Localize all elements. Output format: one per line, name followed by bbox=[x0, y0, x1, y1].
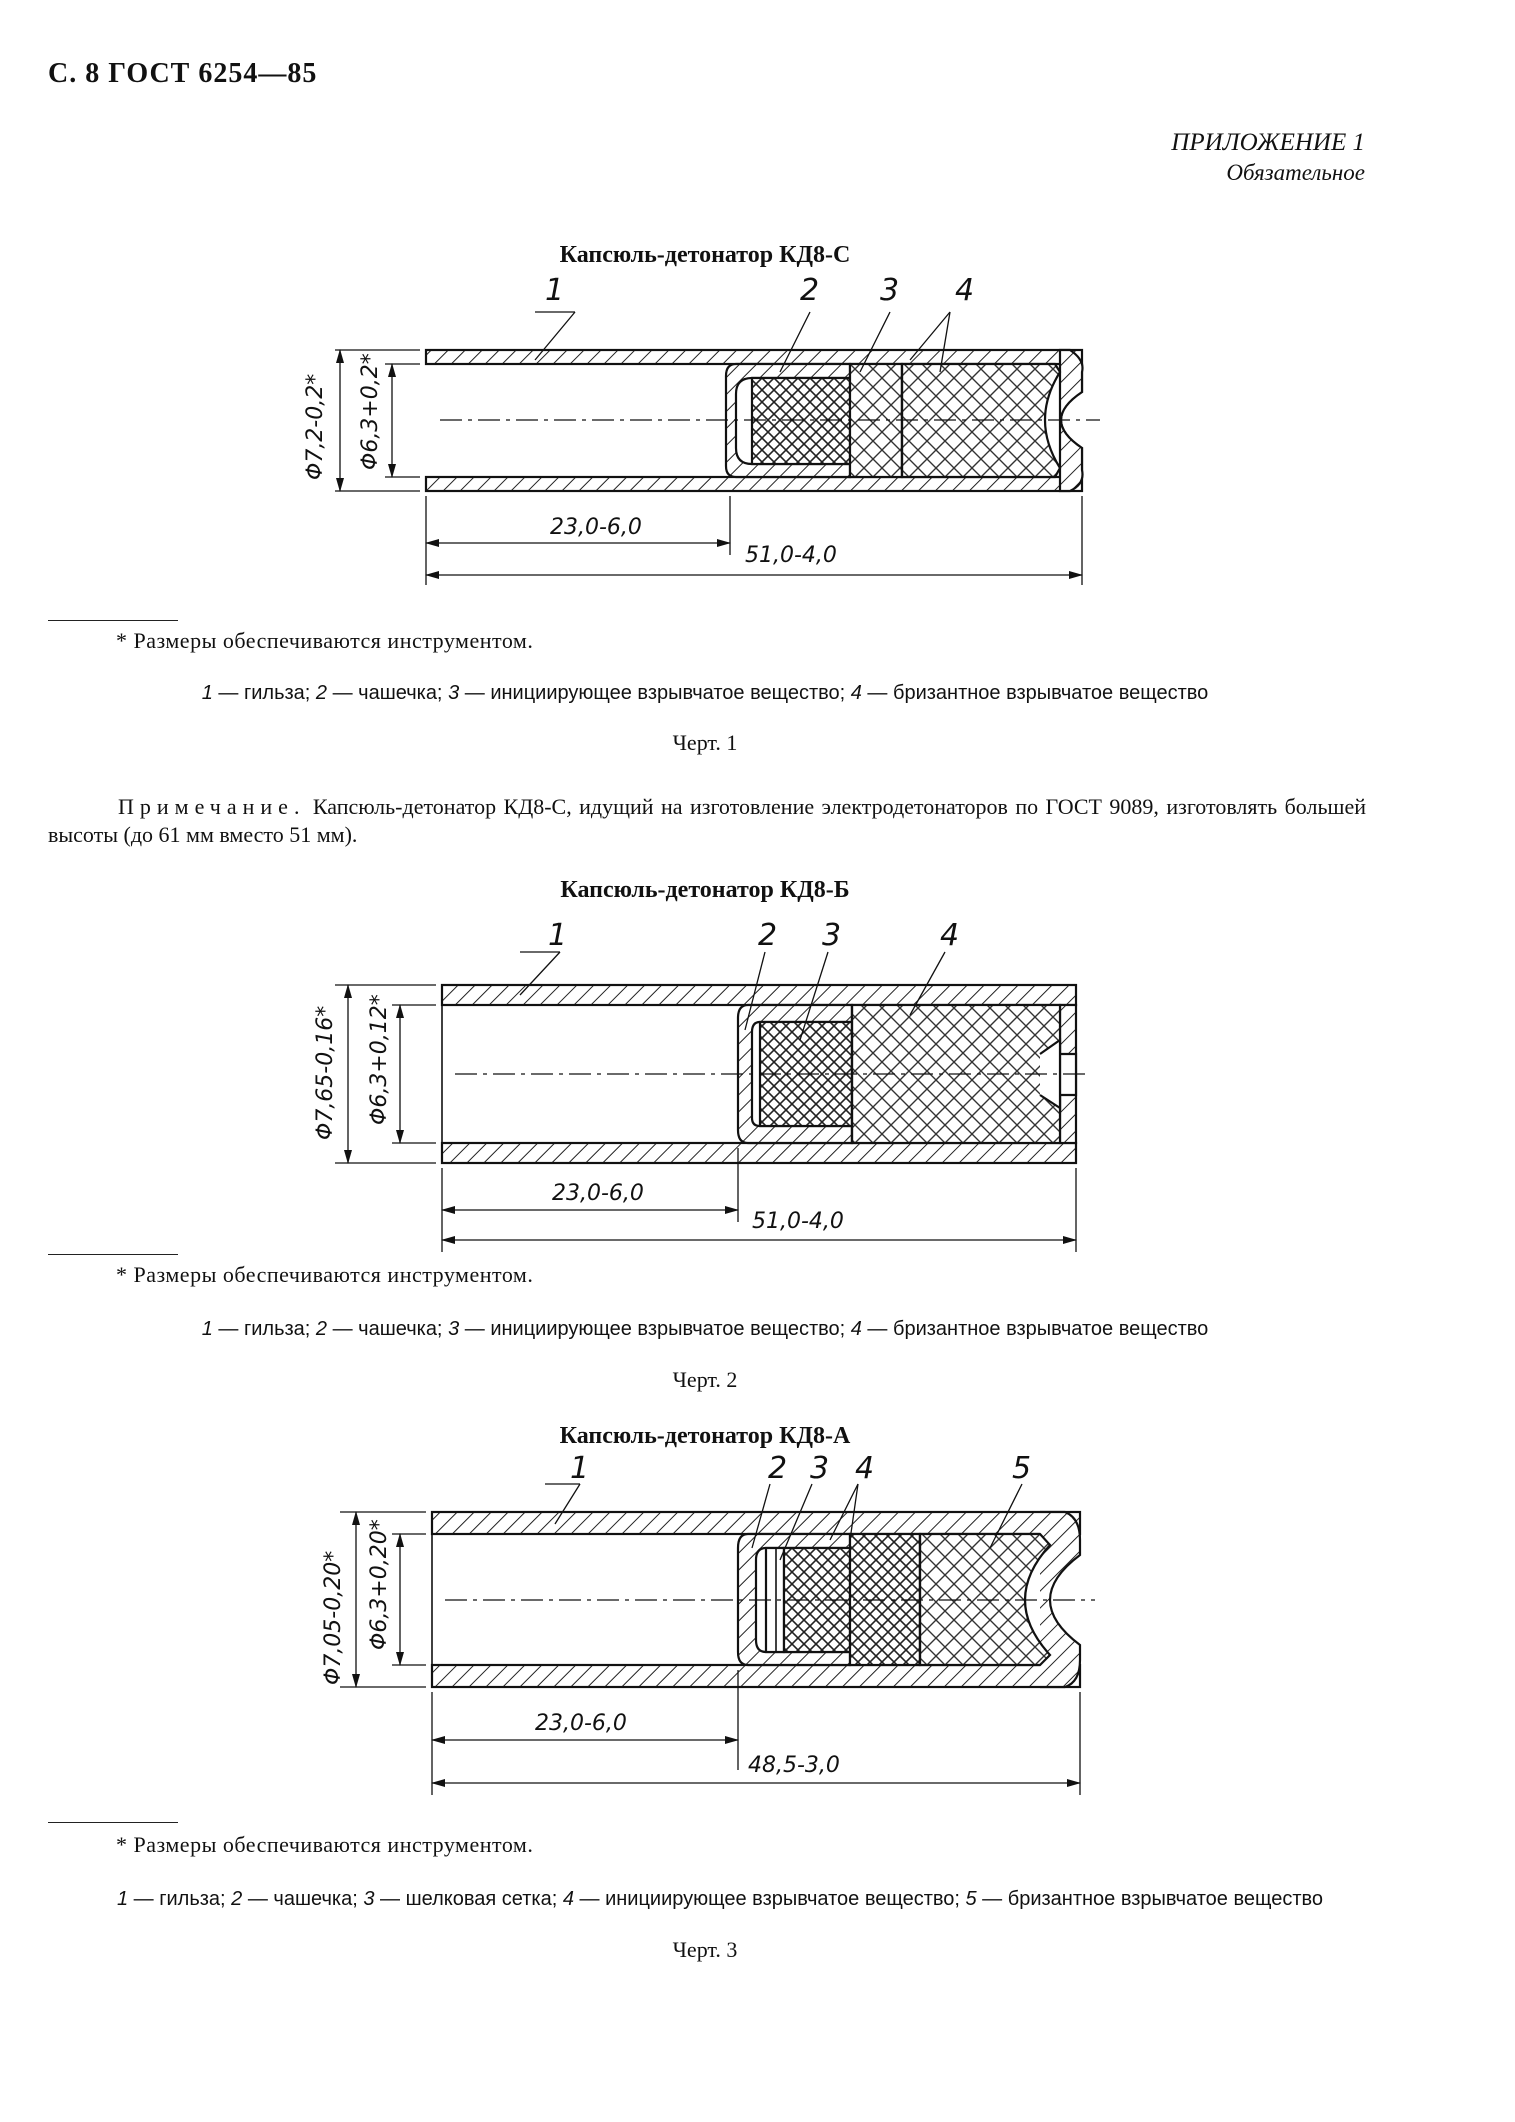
dim-outer: Φ7,65-0,16* bbox=[313, 1006, 338, 1140]
legend-text: бризантное взрывчатое вещество bbox=[1007, 1888, 1324, 1910]
label-3: 3 bbox=[810, 1451, 829, 1486]
dim-outer: Φ7,05-0,20* bbox=[321, 1551, 346, 1685]
dim-outer: Φ7,2-0,2* bbox=[303, 374, 328, 480]
label-1: 1 bbox=[548, 918, 567, 953]
drawing-kd8-b bbox=[335, 951, 1090, 1252]
legend-num: 2 bbox=[231, 1888, 243, 1910]
legend-text: инициирующее взрывчатое вещество; bbox=[490, 1318, 846, 1340]
figure-1-title: Капсюль-детонатор КД8-С bbox=[559, 242, 851, 268]
label-2: 2 bbox=[758, 918, 777, 953]
legend-text: бризантное взрывчатое вещество bbox=[893, 682, 1209, 704]
appendix-subtitle: Обязательное bbox=[1226, 160, 1365, 185]
footnote-3: * Размеры обеспечиваются инструментом. bbox=[116, 1832, 534, 1857]
label-4: 4 bbox=[940, 918, 959, 953]
legend-num: 2 bbox=[315, 682, 328, 704]
dim-length-1: 23,0-6,0 bbox=[550, 515, 642, 540]
legend-1: 1 — гильза; 2 — чашечка; 3 — инициирующе… bbox=[201, 682, 1209, 704]
dims-kd8-s: 1 2 3 4 Φ7,2-0,2* Φ6,3+0,2* 23,0-6,0 51,… bbox=[303, 273, 974, 568]
footnote-2: * Размеры обеспечиваются инструментом. bbox=[116, 1262, 534, 1287]
footnote-rule-2 bbox=[48, 1254, 178, 1255]
legend-2: 1 — гильза; 2 — чашечка; 3 — инициирующе… bbox=[201, 1318, 1209, 1340]
dim-length-2: 48,5-3,0 bbox=[748, 1753, 840, 1778]
legend-text: бризантное взрывчатое вещество bbox=[893, 1318, 1209, 1340]
legend-num: 4 bbox=[562, 1888, 574, 1910]
legend-num: 1 bbox=[201, 1318, 213, 1340]
legend-text: инициирующее взрывчатое вещество; bbox=[605, 1888, 960, 1910]
dim-inner: Φ6,3+0,12* bbox=[367, 994, 392, 1125]
figure-2-caption: Черт. 2 bbox=[672, 1367, 738, 1392]
label-4: 4 bbox=[855, 1451, 874, 1486]
legend-text: чашечка; bbox=[273, 1888, 358, 1910]
label-2: 2 bbox=[800, 273, 819, 308]
legend-text: чашечка; bbox=[358, 682, 443, 704]
appendix-title: ПРИЛОЖЕНИЕ 1 bbox=[1171, 129, 1365, 156]
dims-kd8-b: 1 2 3 4 Φ7,65-0,16* Φ6,3+0,12* 23,0-6,0 … bbox=[313, 918, 959, 1234]
drawing-kd8-s bbox=[335, 311, 1100, 585]
shell-wall-top bbox=[424, 348, 1084, 366]
legend-text: гильза; bbox=[159, 1888, 226, 1910]
figure-1-caption: Черт. 1 bbox=[672, 730, 738, 755]
legend-num: 3 bbox=[448, 1318, 460, 1340]
legend-num: 1 bbox=[116, 1888, 129, 1910]
dim-length-1: 23,0-6,0 bbox=[535, 1711, 627, 1736]
label-4: 4 bbox=[955, 273, 974, 308]
appendix-heading: ПРИЛОЖЕНИЕ 1 Обязательное bbox=[1171, 128, 1365, 188]
drawing-kd8-a bbox=[340, 1483, 1095, 1795]
footnote-1: * Размеры обеспечиваются инструментом. bbox=[116, 628, 534, 653]
label-1: 1 bbox=[570, 1451, 589, 1486]
legend-num: 3 bbox=[363, 1888, 375, 1910]
dim-inner: Φ6,3+0,20* bbox=[367, 1519, 392, 1650]
legend-num: 3 bbox=[448, 682, 460, 704]
legend-text: чашечка; bbox=[358, 1318, 443, 1340]
label-3: 3 bbox=[822, 918, 841, 953]
figure-3-title: Капсюль-детонатор КД8-А bbox=[559, 1423, 851, 1449]
dim-length-1: 23,0-6,0 bbox=[552, 1181, 644, 1206]
footnote-rule-3 bbox=[48, 1822, 178, 1823]
figure-3-caption: Черт. 3 bbox=[672, 1937, 738, 1962]
dim-length-2: 51,0-4,0 bbox=[752, 1209, 844, 1234]
label-3: 3 bbox=[880, 273, 899, 308]
legend-text: инициирующее взрывчатое вещество; bbox=[490, 682, 846, 704]
legend-text: гильза; bbox=[243, 1318, 311, 1340]
footnote-rule-1 bbox=[48, 620, 178, 621]
dim-length-2: 51,0-4,0 bbox=[745, 543, 837, 568]
label-5: 5 bbox=[1012, 1451, 1031, 1486]
figure-2-title: Капсюль-детонатор КД8-Б bbox=[560, 877, 850, 903]
dims-kd8-a: 1 2 3 4 5 Φ7,05-0,20* Φ6,3+0,20* 23,0-6,… bbox=[321, 1451, 1031, 1778]
primary-charge bbox=[750, 376, 852, 466]
legend-text: гильза; bbox=[243, 682, 311, 704]
note-text: Капсюль-детонатор КД8-С, идущий на изгот… bbox=[48, 794, 1366, 847]
label-2: 2 bbox=[768, 1451, 787, 1486]
shell-wall-bottom bbox=[424, 475, 1084, 493]
legend-num: 5 bbox=[965, 1888, 977, 1910]
legend-num: 1 bbox=[201, 682, 213, 704]
legend-num: 4 bbox=[850, 1318, 862, 1340]
page-header: С. 8 ГОСТ 6254—85 bbox=[48, 58, 318, 89]
note-lead: Примечание. bbox=[118, 794, 306, 819]
legend-num: 2 bbox=[315, 1318, 328, 1340]
note-paragraph: Примечание. Капсюль-детонатор КД8-С, иду… bbox=[48, 793, 1366, 849]
label-1: 1 bbox=[545, 273, 564, 308]
legend-text: шелковая сетка; bbox=[405, 1888, 558, 1910]
legend-num: 4 bbox=[850, 682, 862, 704]
legend-3: 1 — гильза; 2 — чашечка; 3 — шелковая се… bbox=[116, 1888, 1324, 1910]
dim-inner: Φ6,3+0,2* bbox=[358, 353, 383, 470]
